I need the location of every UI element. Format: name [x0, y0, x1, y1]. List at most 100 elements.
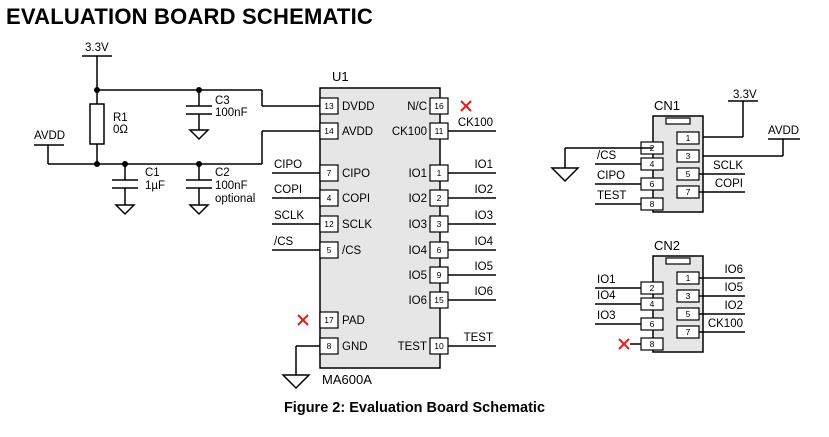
c2-ref: C2: [215, 167, 230, 179]
avdd-input-label: AVDD: [34, 130, 65, 142]
pin-name: DVDD: [342, 101, 375, 113]
page-title: EVALUATION BOARD SCHEMATIC: [6, 4, 373, 29]
pin-number: 4: [650, 299, 655, 309]
net-label: IO5: [474, 261, 493, 273]
pin-number: 1: [686, 273, 691, 283]
net-label: TEST: [597, 190, 626, 202]
c3-value: 100nF: [215, 107, 248, 119]
cn1-avdd-label: AVDD: [768, 125, 799, 137]
net-label: IO4: [597, 290, 616, 302]
pin-number: 3: [686, 291, 691, 301]
net-label: SCLK: [274, 210, 304, 222]
net-label: IO4: [474, 236, 493, 248]
pin-number: 7: [686, 327, 691, 337]
u1-part: MA600A: [322, 372, 372, 387]
net-label: CIPO: [274, 159, 302, 171]
pin-name: COPI: [342, 193, 370, 205]
pin-number: 1: [437, 168, 442, 178]
net-label: TEST: [464, 332, 493, 344]
pin-number: 9: [437, 270, 442, 280]
junction-dot: [94, 161, 100, 167]
c3-ref: C3: [215, 95, 230, 107]
pin-number: 12: [324, 219, 334, 229]
pin-number: 7: [327, 168, 332, 178]
pin-name: /CS: [342, 245, 362, 257]
net-label: IO6: [474, 286, 493, 298]
pin-name: SCLK: [342, 219, 372, 231]
ground-icon: [114, 204, 136, 216]
pin-number: 3: [686, 151, 691, 161]
connector-key: [665, 257, 691, 265]
pin-number: 11: [435, 126, 444, 136]
pin-box: [319, 311, 339, 329]
net-label: IO3: [597, 310, 616, 322]
pin-name: IO3: [408, 219, 427, 231]
c1-value: 1µF: [145, 180, 165, 192]
pin-number: 5: [327, 245, 332, 255]
pin-number: 2: [650, 283, 655, 293]
net-label: /CS: [597, 150, 617, 162]
pin-name: IO6: [408, 295, 427, 307]
pin-box: [319, 122, 339, 140]
pin-box: [676, 131, 700, 145]
no-connect-icon: [618, 338, 630, 350]
connector-key: [665, 117, 691, 125]
net-label: COPI: [715, 178, 743, 190]
pin-name: TEST: [398, 341, 427, 353]
ground-icon: [550, 167, 580, 183]
cn1-ref: CN1: [654, 98, 680, 113]
net-label: CIPO: [597, 170, 625, 182]
cn1-v33-label: 3.3V: [733, 89, 757, 101]
net-label: IO2: [724, 300, 743, 312]
net-label: IO5: [724, 282, 743, 294]
pin-number: 4: [327, 193, 332, 203]
figure-caption: Figure 2: Evaluation Board Schematic: [283, 400, 546, 416]
net-label: IO1: [597, 274, 616, 286]
pin-name: IO1: [408, 168, 427, 180]
chip-body: [319, 87, 441, 369]
supply-label-3v3: 3.3V: [85, 42, 109, 54]
pin-number: 7: [686, 187, 691, 197]
pin-number: 8: [327, 341, 332, 351]
net-label: SCLK: [713, 160, 743, 172]
pin-name: GND: [342, 341, 368, 353]
r1-value: 0Ω: [113, 124, 128, 136]
pin-number: 17: [324, 315, 334, 325]
pin-name: AVDD: [342, 126, 373, 138]
no-connect-icon: [297, 314, 309, 326]
c2-value: 100nF: [215, 180, 248, 192]
pin-name: IO4: [408, 245, 427, 257]
schematic-diagram: 3.3V R1 0Ω C3 100nF AVDD: [34, 42, 800, 390]
pin-number: 1: [686, 133, 691, 143]
net-label: IO6: [724, 264, 743, 276]
pin-number: 13: [324, 101, 334, 111]
pin-number: 2: [437, 193, 442, 203]
c2-note: optional: [215, 193, 255, 205]
ground-icon: [188, 204, 210, 216]
pin-name: CIPO: [342, 168, 370, 180]
pin-name: PAD: [342, 315, 365, 327]
pin-number: 10: [434, 341, 444, 351]
no-connect-icon: [460, 100, 472, 112]
pin-number: 14: [324, 126, 334, 136]
pin-number: 5: [686, 169, 691, 179]
pin-number: 6: [437, 245, 442, 255]
u1-right-pins: 16N/C11CK100CK1001IO1IO12IO2IO23IO3IO36I…: [392, 97, 496, 355]
pin-number: 16: [434, 101, 444, 111]
pin-number: 6: [650, 319, 655, 329]
ground-icon: [281, 374, 311, 390]
pin-name: CK100: [392, 126, 427, 138]
pin-number: 4: [650, 159, 655, 169]
ground-icon: [188, 129, 210, 141]
pin-number: 15: [434, 295, 444, 305]
pin-number: 5: [686, 309, 691, 319]
pin-number: 8: [650, 199, 655, 209]
cn2-ref: CN2: [654, 238, 680, 253]
pin-box: [319, 97, 339, 115]
net-label: CK100: [708, 318, 743, 330]
c1-ref: C1: [145, 167, 160, 179]
